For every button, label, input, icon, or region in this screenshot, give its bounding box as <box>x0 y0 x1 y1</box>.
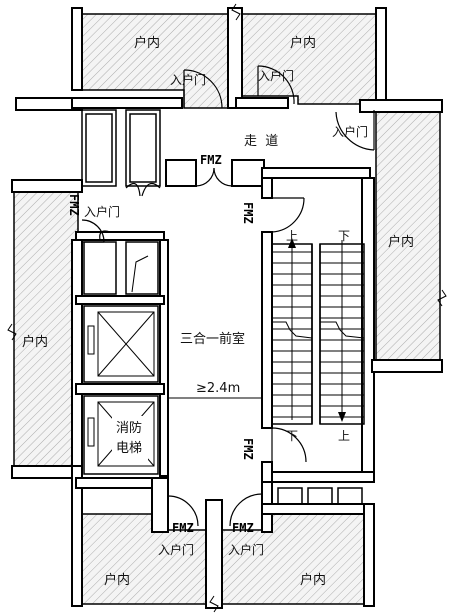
door-label: 入户门 <box>84 204 120 219</box>
shafts-upper <box>81 109 161 295</box>
unit-top-right <box>241 13 377 105</box>
lobby-label: 三合一前室 <box>180 331 245 347</box>
shafts-lower <box>277 487 363 505</box>
door-label: 入户门 <box>228 542 264 557</box>
room-label: 户内 <box>290 35 316 51</box>
room-label: 户内 <box>104 572 130 588</box>
elevator-label-1: 消防 <box>116 420 142 436</box>
dimension-line <box>167 392 263 404</box>
fire-door-label: FMZ <box>241 438 255 460</box>
stair-label: 下 <box>286 429 298 443</box>
room-label: 户内 <box>300 572 326 588</box>
labels: 户内 户内 户内 户内 户内 户内 走 道 三合一前室 消防 电梯 ≥2.4m … <box>22 35 414 588</box>
room-label: 户内 <box>22 334 48 350</box>
break-marks <box>7 3 447 613</box>
stair-label: 下 <box>338 229 350 243</box>
elevator-label-2: 电梯 <box>116 441 142 456</box>
door-label: 入户门 <box>332 124 368 139</box>
unit-left <box>13 189 79 469</box>
room-label: 户内 <box>134 35 160 51</box>
elevators <box>83 305 159 475</box>
door-label: 入户门 <box>258 68 294 83</box>
stair-label: 上 <box>286 229 298 243</box>
unit-top-left <box>81 13 233 109</box>
corridor-label: 走 道 <box>244 134 278 149</box>
room-label: 户内 <box>388 234 414 250</box>
fire-door-label: FMZ <box>200 153 222 167</box>
fire-door-label: FMZ <box>172 521 194 535</box>
walls <box>11 7 443 609</box>
stair-label: 上 <box>338 429 350 443</box>
doors <box>81 65 375 527</box>
door-label: 入户门 <box>170 72 206 87</box>
fire-door-label: FMZ <box>67 194 81 216</box>
staircase <box>271 238 365 425</box>
dimension-label: ≥2.4m <box>196 381 240 396</box>
door-label: 入户门 <box>158 542 194 557</box>
fire-door-label: FMZ <box>241 202 255 224</box>
fire-door-label: FMZ <box>232 521 254 535</box>
